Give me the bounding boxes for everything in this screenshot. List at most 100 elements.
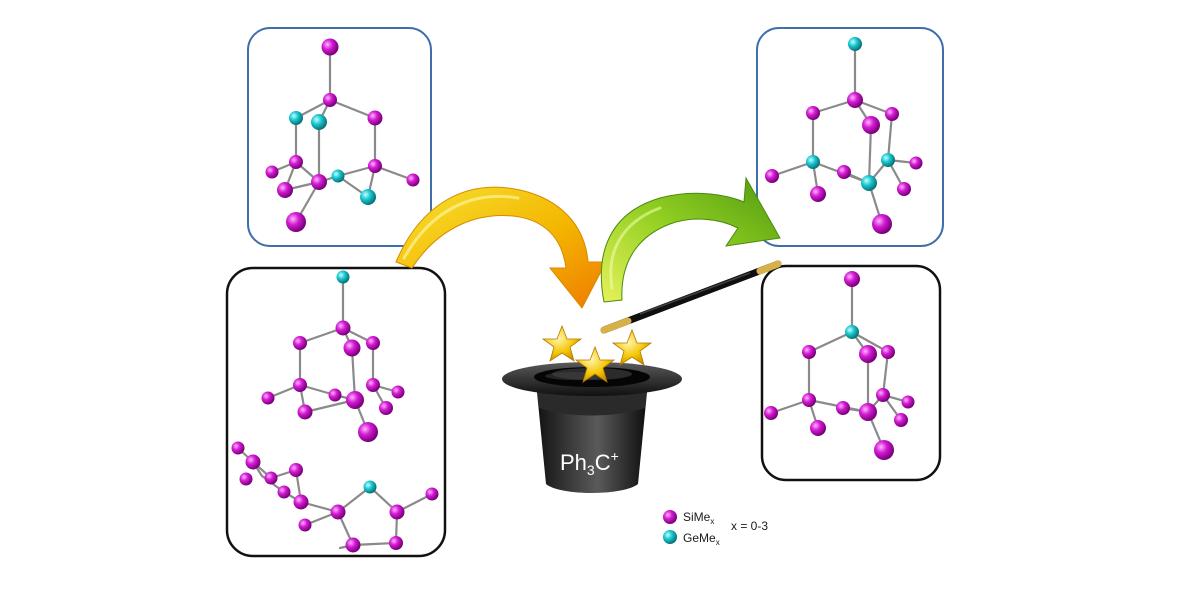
si-atom: [245, 454, 261, 470]
si-atom: [859, 345, 877, 363]
molecule-bottom-left-chain: [231, 441, 439, 553]
si-atom: [323, 93, 337, 107]
si-atom: [367, 110, 383, 126]
si-atom: [321, 38, 339, 56]
molecule-top-left: [265, 38, 420, 232]
si-atom: [261, 391, 275, 405]
si-atom: [862, 116, 880, 134]
si-atom: [837, 165, 851, 179]
si-atom: [293, 378, 307, 392]
si-atom: [859, 403, 877, 421]
si-atom: [810, 420, 826, 436]
si-atom: [368, 159, 382, 173]
si-atom: [286, 212, 306, 232]
si-atom: [297, 404, 313, 420]
ge-atom: [806, 155, 820, 169]
ge-atom: [861, 175, 877, 191]
si-atom: [289, 463, 303, 477]
reagent-sup: +: [611, 448, 619, 464]
si-atom: [366, 336, 380, 350]
top-hat-icon: [502, 362, 682, 493]
frame-top-left: [247, 27, 432, 247]
frame-bottom-right: [760, 264, 942, 482]
ge-atom-icon: [663, 530, 677, 544]
ge-atom: [360, 189, 376, 205]
si-atom: [406, 173, 420, 187]
si-atom: [810, 186, 826, 202]
si-atom: [881, 345, 895, 359]
curved-arrow-icon: [395, 186, 607, 309]
si-atom: [389, 536, 403, 550]
molecule-top-right: [765, 37, 923, 234]
si-atom: [293, 494, 309, 510]
si-atom: [311, 174, 327, 190]
si-atom: [836, 401, 850, 415]
si-atom: [874, 440, 894, 460]
si-atom: [876, 388, 890, 402]
si-atom: [265, 165, 279, 179]
si-atom: [765, 169, 779, 183]
si-atom: [897, 182, 911, 196]
si-atom: [901, 395, 915, 409]
star-icon: [611, 328, 653, 366]
si-atom: [366, 378, 380, 392]
si-atom: [358, 422, 378, 442]
ge-atom: [336, 270, 350, 284]
si-atom: [844, 271, 860, 287]
legend-si-label: SiMex: [683, 510, 714, 526]
reagent-ph: Ph: [560, 450, 587, 475]
si-atom: [293, 336, 307, 350]
curved-arrow-icon: [600, 176, 781, 303]
bonds: [236, 42, 918, 550]
stars: [541, 324, 653, 383]
molecule-bottom-left-cage: [261, 270, 405, 442]
si-atom: [806, 106, 820, 120]
si-atom: [239, 472, 253, 486]
ge-atom: [848, 37, 862, 51]
legend-ge-label: GeMex: [683, 531, 720, 547]
si-atom: [391, 385, 405, 399]
si-atom: [335, 320, 351, 336]
si-atom: [425, 487, 439, 501]
si-atom: [885, 107, 899, 121]
si-atom: [277, 182, 293, 198]
reagent-label: Ph3C+: [560, 448, 619, 478]
si-atom: [847, 92, 863, 108]
ge-atom: [289, 111, 303, 125]
ge-atom: [363, 480, 377, 494]
legend-range: x = 0-3: [731, 519, 768, 533]
ge-atom: [331, 169, 345, 183]
legend: SiMex GeMex x = 0-3: [663, 510, 768, 547]
ge-atom: [311, 114, 327, 130]
si-atom: [802, 345, 816, 359]
si-atom: [277, 485, 291, 499]
frame-bottom-left: [225, 266, 447, 558]
si-atom: [343, 339, 361, 357]
si-atom-icon: [663, 510, 677, 524]
frame-top-right: [756, 27, 944, 247]
ge-atom: [881, 153, 895, 167]
si-atom: [345, 537, 361, 553]
star-icon: [574, 345, 616, 383]
si-atom: [231, 441, 245, 455]
si-atom: [872, 214, 892, 234]
molecule-bottom-right: [764, 271, 915, 460]
ge-atom: [845, 325, 859, 339]
si-atom: [764, 406, 778, 420]
si-atom: [264, 471, 278, 485]
si-atom: [330, 504, 346, 520]
si-atom: [346, 391, 364, 409]
si-atom: [802, 393, 816, 407]
si-atom: [894, 413, 908, 427]
si-atom: [379, 401, 393, 415]
si-atom: [298, 518, 312, 532]
magic-wand-icon: [600, 260, 782, 334]
star-icon: [541, 324, 583, 362]
si-atom: [289, 155, 303, 169]
si-atom: [909, 156, 923, 170]
reagent-sub: 3: [587, 462, 595, 478]
si-atom: [328, 388, 342, 402]
reagent-c: C: [595, 450, 611, 475]
si-atom: [389, 504, 405, 520]
